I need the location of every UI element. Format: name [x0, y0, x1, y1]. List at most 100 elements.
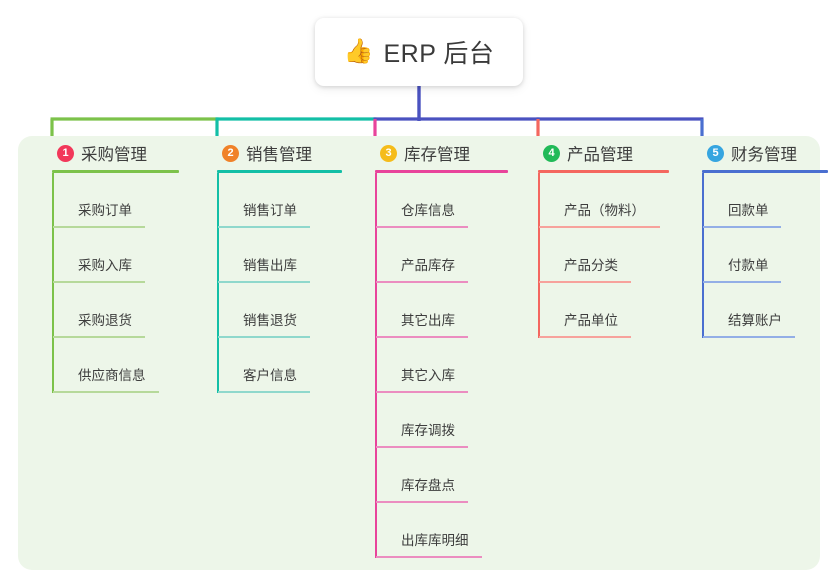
branch-column-4: 4 产品管理产品（物料） 产品分类产品单位 [526, 136, 681, 338]
branch-column-5: 5 财务管理回款单付款单结算账户 [690, 136, 839, 338]
branch-title-3: 库存管理 [404, 146, 470, 164]
branch-item-label: 付款单 [728, 257, 769, 273]
branch-item-label: 出库库明细 [401, 532, 469, 548]
branch-item-label: 产品单位 [564, 312, 618, 328]
branch-item-label: 销售订单 [243, 202, 297, 218]
branch-item-label: 销售出库 [243, 257, 297, 273]
branch-item[interactable]: 其它入库 [376, 338, 523, 393]
branch-item[interactable]: 销售订单 [218, 173, 355, 228]
branch-item[interactable]: 其它出库 [376, 283, 523, 338]
branch-title-1: 采购管理 [81, 146, 147, 164]
branch-item-label: 其它出库 [401, 312, 455, 328]
branch-item[interactable]: 供应商信息 [53, 338, 190, 393]
branch-item-label: 回款单 [728, 202, 769, 218]
branch-header-4[interactable]: 4 产品管理 [526, 136, 681, 170]
branch-column-3: 3 库存管理仓库信息产品库存其它出库其它入库库存调拨库存盘点出库库明细 [363, 136, 523, 558]
branch-header-rule-1 [52, 170, 179, 173]
branch-item[interactable]: 产品库存 [376, 228, 523, 283]
branch-item-label: 产品（物料） [564, 202, 645, 218]
branch-item-rule [376, 446, 468, 448]
branch-item-rule [376, 391, 468, 393]
branch-badge-1: 1 [57, 144, 74, 162]
branch-item[interactable]: 付款单 [703, 228, 839, 283]
branch-item-label: 产品库存 [401, 257, 455, 273]
branch-item-rule [703, 281, 781, 283]
branch-item[interactable]: 结算账户 [703, 283, 839, 338]
thumbs-up-icon: 👍 [343, 38, 374, 65]
branch-title-4: 产品管理 [567, 146, 633, 164]
branch-item-rule [53, 226, 145, 228]
branch-item[interactable]: 产品（物料） [539, 173, 681, 228]
branch-item-label: 库存盘点 [401, 477, 455, 493]
branch-item-label: 采购入库 [78, 257, 132, 273]
branch-item[interactable]: 采购订单 [53, 173, 190, 228]
branch-item-list-2: 销售订单销售出库销售退货客户信息 [217, 173, 355, 393]
branch-header-3[interactable]: 3 库存管理 [363, 136, 523, 170]
branch-item-rule [539, 336, 631, 338]
branch-item-rule [218, 281, 310, 283]
branch-item[interactable]: 库存调拨 [376, 393, 523, 448]
branch-item-list-5: 回款单付款单结算账户 [702, 173, 839, 338]
branch-item-label: 客户信息 [243, 367, 297, 383]
branch-item-rule [376, 226, 468, 228]
branch-spine-1 [52, 173, 54, 393]
branch-item-label: 产品分类 [564, 257, 618, 273]
branch-item[interactable]: 采购入库 [53, 228, 190, 283]
branch-item-list-3: 仓库信息产品库存其它出库其它入库库存调拨库存盘点出库库明细 [375, 173, 523, 558]
branch-item-label: 采购订单 [78, 202, 132, 218]
branch-item-list-4: 产品（物料） 产品分类产品单位 [538, 173, 681, 338]
branch-column-1: 1 采购管理采购订单采购入库采购退货供应商信息 [40, 136, 190, 393]
branch-header-5[interactable]: 5 财务管理 [690, 136, 839, 170]
branch-item-rule [376, 336, 468, 338]
branch-item-rule [376, 556, 482, 558]
branch-item-rule [703, 336, 795, 338]
branch-spine-3 [375, 173, 377, 558]
branch-spine-2 [217, 173, 219, 393]
branch-item-rule [218, 336, 310, 338]
root-node-title: ERP 后台 [383, 40, 495, 68]
branch-item-rule [376, 281, 468, 283]
branch-item[interactable]: 出库库明细 [376, 503, 523, 558]
branch-title-5: 财务管理 [731, 146, 797, 164]
branch-item-rule [703, 226, 781, 228]
branch-item-rule [218, 391, 310, 393]
branch-item-label: 其它入库 [401, 367, 455, 383]
branch-item-rule [53, 336, 145, 338]
branch-item-label: 供应商信息 [78, 367, 146, 383]
branch-spine-4 [538, 173, 540, 338]
branch-item[interactable]: 产品分类 [539, 228, 681, 283]
branch-item-rule [53, 391, 159, 393]
branch-item[interactable]: 采购退货 [53, 283, 190, 338]
branch-header-rule-4 [538, 170, 669, 173]
branch-badge-3: 3 [380, 144, 397, 162]
branch-item-label: 结算账户 [728, 312, 782, 328]
branch-item-rule [539, 281, 631, 283]
branch-item[interactable]: 库存盘点 [376, 448, 523, 503]
branch-header-1[interactable]: 1 采购管理 [40, 136, 190, 170]
branch-badge-5: 5 [707, 144, 724, 162]
branch-title-2: 销售管理 [246, 146, 312, 164]
branch-item[interactable]: 客户信息 [218, 338, 355, 393]
mindmap-panel [18, 136, 820, 570]
branch-item-list-1: 采购订单采购入库采购退货供应商信息 [52, 173, 190, 393]
branch-item-rule [218, 226, 310, 228]
branch-spine-5 [702, 173, 704, 338]
branch-badge-4: 4 [543, 144, 560, 162]
branch-item[interactable]: 销售出库 [218, 228, 355, 283]
branch-header-rule-3 [375, 170, 508, 173]
root-node-card[interactable]: 👍 ERP 后台 [315, 18, 523, 86]
branch-header-rule-5 [702, 170, 828, 173]
branch-item[interactable]: 产品单位 [539, 283, 681, 338]
branch-item[interactable]: 仓库信息 [376, 173, 523, 228]
branch-item-label: 销售退货 [243, 312, 297, 328]
branch-header-rule-2 [217, 170, 342, 173]
branch-item-label: 采购退货 [78, 312, 132, 328]
branch-item-rule [376, 501, 468, 503]
branch-item[interactable]: 回款单 [703, 173, 839, 228]
branch-item[interactable]: 销售退货 [218, 283, 355, 338]
branch-item-rule [539, 226, 660, 228]
branch-item-rule [53, 281, 145, 283]
